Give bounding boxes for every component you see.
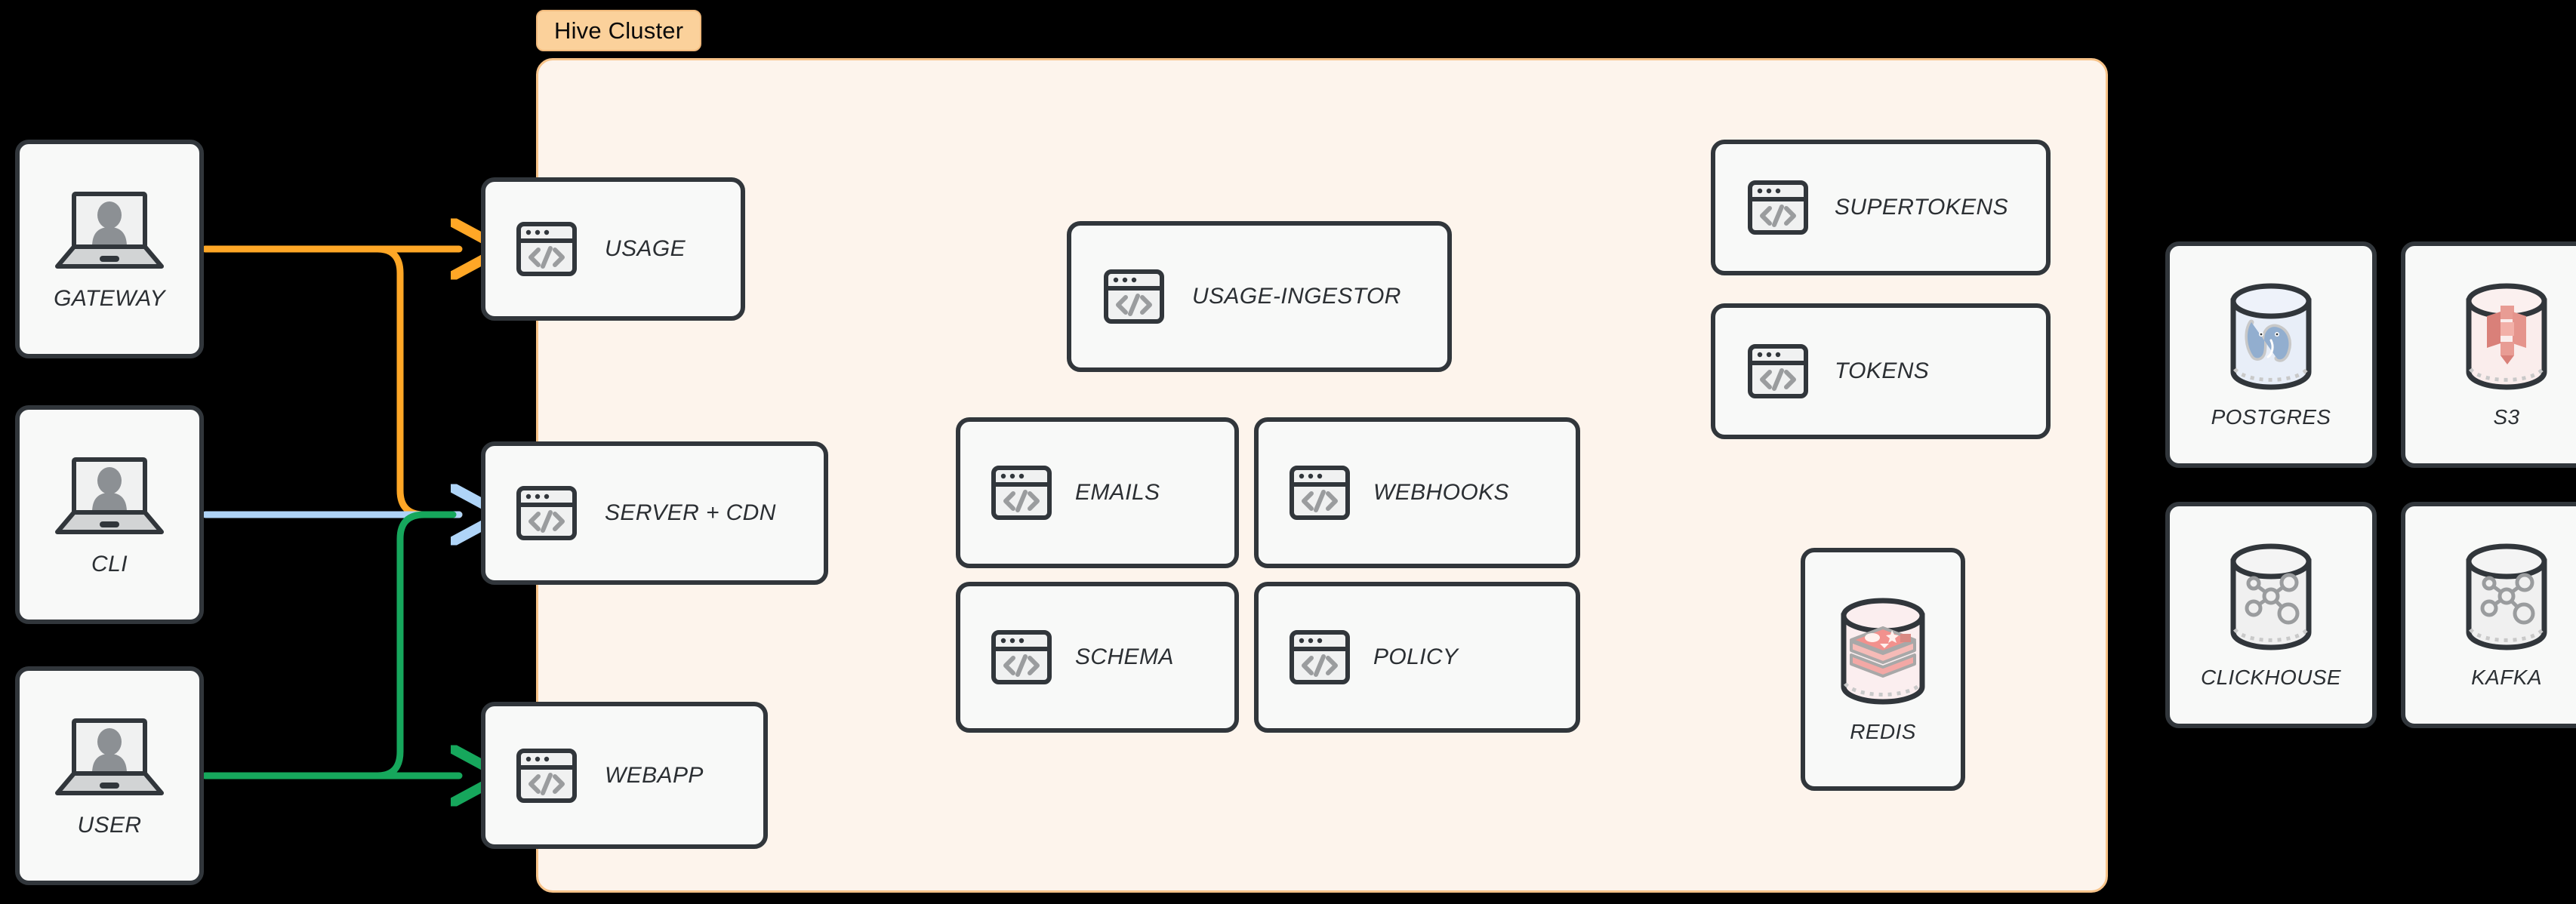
service-label: SERVER + CDN bbox=[605, 500, 776, 525]
code-window-icon bbox=[991, 462, 1052, 524]
laptop-user-icon bbox=[53, 452, 166, 541]
datastore-node-kafka[interactable]: KAFKA bbox=[2401, 502, 2576, 728]
service-label: SCHEMA bbox=[1075, 644, 1174, 669]
service-label: TOKENS bbox=[1835, 358, 1930, 383]
code-window-icon bbox=[1747, 340, 1809, 402]
hive-cluster-label: Hive Cluster bbox=[536, 10, 702, 51]
service-node-tokens[interactable]: TOKENS bbox=[1711, 303, 2051, 439]
code-window-icon bbox=[516, 218, 578, 280]
datastore-label: REDIS bbox=[1850, 720, 1916, 743]
edge-gateway-to-server-cdn bbox=[202, 245, 463, 518]
service-node-usage-ingestor[interactable]: USAGE-INGESTOR bbox=[1067, 221, 1452, 372]
code-window-icon bbox=[516, 745, 578, 807]
datastore-node-clickhouse[interactable]: CLICKHOUSE bbox=[2165, 502, 2377, 728]
datastore-label: CLICKHOUSE bbox=[2200, 666, 2342, 689]
datastore-label: KAFKA bbox=[2471, 666, 2542, 689]
service-node-webhooks[interactable]: WEBHOOKS bbox=[1254, 417, 1580, 568]
service-node-schema[interactable]: SCHEMA bbox=[956, 582, 1239, 733]
service-node-policy[interactable]: POLICY bbox=[1254, 582, 1580, 733]
service-label: USAGE-INGESTOR bbox=[1192, 284, 1401, 309]
service-node-server-cdn[interactable]: SERVER + CDN bbox=[481, 441, 828, 585]
client-node-user[interactable]: USER bbox=[15, 666, 204, 885]
service-node-webapp[interactable]: WEBAPP bbox=[481, 702, 768, 849]
service-node-usage[interactable]: USAGE bbox=[481, 177, 745, 321]
client-label: GATEWAY bbox=[54, 286, 165, 311]
service-label: WEBHOOKS bbox=[1373, 480, 1509, 505]
service-label: EMAILS bbox=[1075, 480, 1160, 505]
code-window-icon bbox=[516, 482, 578, 544]
redis-database-icon bbox=[1830, 595, 1936, 708]
service-label: WEBAPP bbox=[605, 762, 704, 788]
service-label: USAGE bbox=[605, 236, 686, 261]
kafka-database-icon bbox=[2454, 540, 2559, 653]
edge-user-to-server-cdn bbox=[202, 511, 457, 779]
code-window-icon bbox=[1747, 177, 1809, 238]
laptop-user-icon bbox=[53, 713, 166, 802]
service-label: SUPERTOKENS bbox=[1835, 195, 2009, 220]
datastore-node-redis[interactable]: REDIS bbox=[1801, 548, 1965, 791]
service-label: POLICY bbox=[1373, 644, 1459, 669]
client-node-cli[interactable]: CLI bbox=[15, 405, 204, 624]
datastore-node-postgres[interactable]: POSTGRES bbox=[2165, 241, 2377, 468]
laptop-user-icon bbox=[53, 186, 166, 275]
client-node-gateway[interactable]: GATEWAY bbox=[15, 140, 204, 358]
code-window-icon bbox=[1289, 626, 1351, 688]
service-node-emails[interactable]: EMAILS bbox=[956, 417, 1239, 568]
code-window-icon bbox=[1103, 266, 1165, 327]
datastore-label: POSTGRES bbox=[2211, 405, 2331, 429]
client-label: USER bbox=[77, 813, 142, 838]
s3-database-icon bbox=[2454, 280, 2559, 393]
service-node-supertokens[interactable]: SUPERTOKENS bbox=[1711, 140, 2051, 275]
postgres-database-icon bbox=[2218, 280, 2324, 393]
datastore-label: S3 bbox=[2493, 405, 2520, 429]
clickhouse-database-icon bbox=[2218, 540, 2324, 653]
client-label: CLI bbox=[91, 552, 128, 577]
code-window-icon bbox=[991, 626, 1052, 688]
code-window-icon bbox=[1289, 462, 1351, 524]
datastore-node-s3[interactable]: S3 bbox=[2401, 241, 2576, 468]
